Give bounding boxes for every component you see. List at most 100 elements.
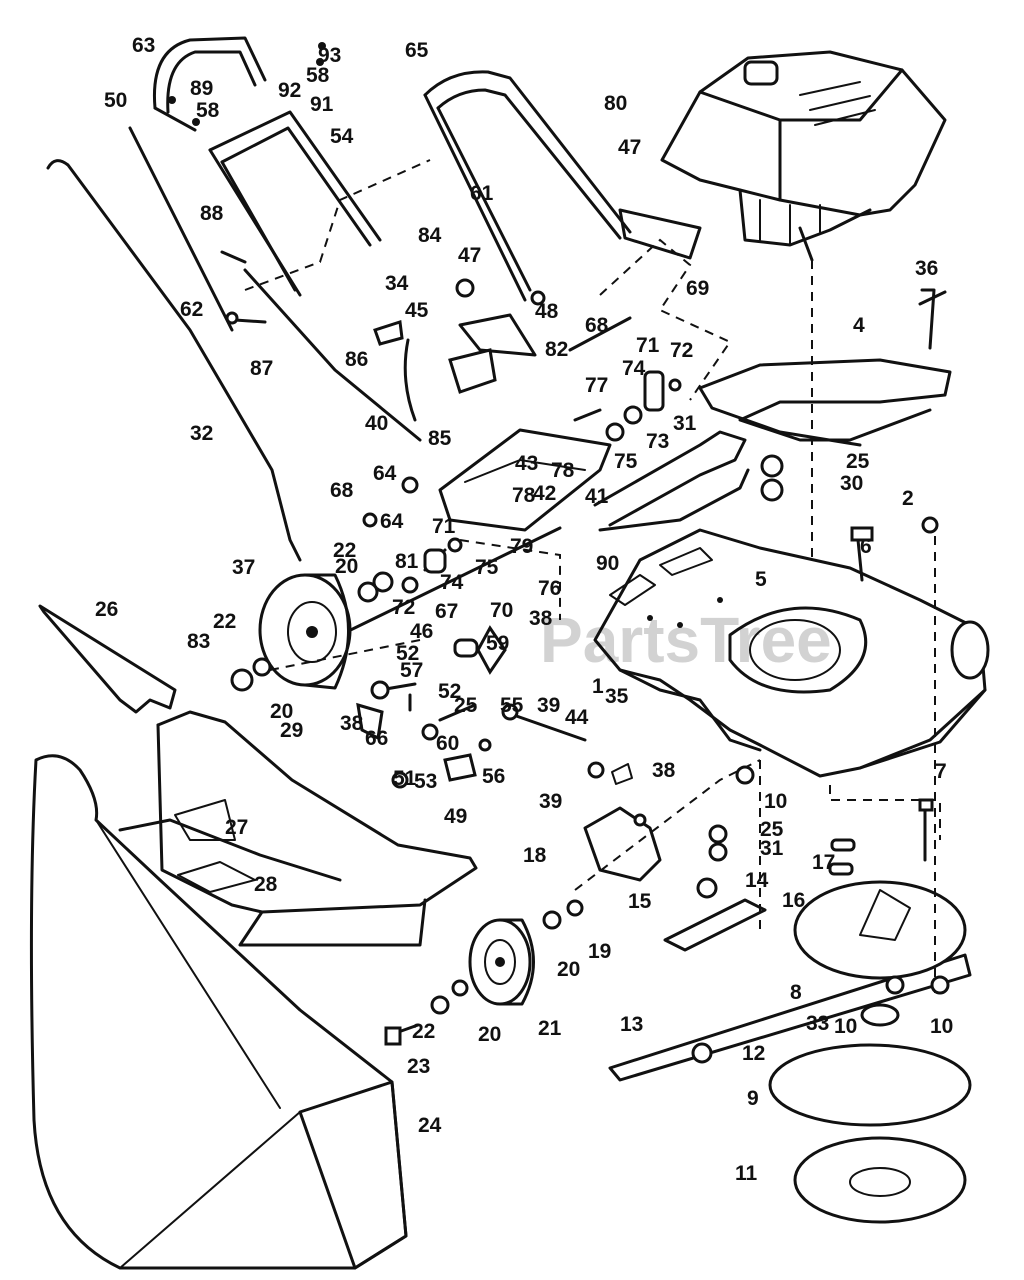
part-number-label: 60 xyxy=(436,732,459,755)
part-number-label: 52 xyxy=(396,642,419,665)
part-number-label: 44 xyxy=(565,706,589,729)
part-number-label: 17 xyxy=(812,851,835,874)
part-number-label: 75 xyxy=(475,556,499,579)
part-number-label: 28 xyxy=(254,873,278,896)
part-number-label: 45 xyxy=(405,299,429,322)
part-number-label: 90 xyxy=(596,552,619,575)
blade-part xyxy=(608,953,972,1082)
part-number-label: 47 xyxy=(458,244,481,267)
catcher-housing-part xyxy=(118,710,478,947)
part-number-label: 93 xyxy=(318,44,341,67)
part-number-label: 20 xyxy=(270,700,293,723)
part-number-label: 52 xyxy=(438,680,461,703)
part-number-label: 25 xyxy=(846,450,870,473)
part-number-label: 62 xyxy=(180,298,203,321)
part-number-label: 2 xyxy=(902,487,914,510)
part-number-label: 87 xyxy=(250,357,273,380)
part-number-label: 57 xyxy=(400,659,423,682)
part-number-label: 58 xyxy=(196,99,220,122)
housing-bracket-part xyxy=(583,806,662,882)
part-number-label: 6 xyxy=(860,535,872,558)
part-number-label: 34 xyxy=(385,272,409,295)
part-number-label: 12 xyxy=(742,1042,765,1065)
part-number-label: 51 xyxy=(393,767,417,790)
part-number-label: 22 xyxy=(333,539,356,562)
part-number-label: 39 xyxy=(539,790,562,813)
plate-48 xyxy=(458,313,537,357)
part-number-label: 42 xyxy=(533,482,556,505)
part-number-label: 49 xyxy=(444,805,467,828)
part-number-label: 13 xyxy=(620,1013,643,1036)
part-number-label: 4 xyxy=(853,314,865,337)
catcher-frame-part xyxy=(38,604,177,714)
part-number-label: 30 xyxy=(840,472,863,495)
part-number-label: 59 xyxy=(486,632,509,655)
part-number-label: 38 xyxy=(652,759,676,782)
part-number-label: 1 xyxy=(592,675,604,698)
part-number-label: 71 xyxy=(432,515,456,538)
deck-cover-part xyxy=(698,358,952,447)
engine-part xyxy=(660,50,947,262)
part-number-label: 35 xyxy=(605,685,629,708)
part-number-label: 74 xyxy=(440,571,464,594)
cable-87 xyxy=(243,268,422,442)
part-number-label: 25 xyxy=(760,818,784,841)
part-number-label: 64 xyxy=(380,510,404,533)
part-number-label: 14 xyxy=(745,869,769,892)
part-number-label: 18 xyxy=(523,844,547,867)
part-number-label: 54 xyxy=(330,125,354,148)
part-number-label: 5 xyxy=(755,568,767,591)
part-number-label: 16 xyxy=(782,889,805,912)
wheel-21-part xyxy=(468,918,535,1006)
part-number-label: 80 xyxy=(604,92,627,115)
part-number-label: 7 xyxy=(935,760,947,783)
part-number-label: 36 xyxy=(915,257,938,280)
part-number-label: 37 xyxy=(232,556,255,579)
part-number-label: 75 xyxy=(614,450,638,473)
hardware xyxy=(168,42,950,1064)
part-number-label: 38 xyxy=(529,607,553,630)
part-number-label: 38 xyxy=(340,712,364,735)
part-number-label: 73 xyxy=(646,430,669,453)
part-number-label: 64 xyxy=(373,462,397,485)
watermark: PartsTree xyxy=(540,604,832,676)
axle-bracket-part xyxy=(438,428,612,532)
part-number-label: 83 xyxy=(187,630,210,653)
part-number-label: 56 xyxy=(482,765,505,788)
part-number-label: 39 xyxy=(537,694,560,717)
part-number-label: 20 xyxy=(335,555,358,578)
part-number-label: 82 xyxy=(545,338,568,361)
control-rod-32 xyxy=(46,159,302,562)
part-number-label: 61 xyxy=(470,182,494,205)
part-number-label: 40 xyxy=(365,412,388,435)
part-number-label: 72 xyxy=(392,596,415,619)
part-number-label: 41 xyxy=(585,485,609,508)
part-number-label: 10 xyxy=(930,1015,953,1038)
part-number-label: 55 xyxy=(500,694,524,717)
blade-plate-part xyxy=(663,898,767,952)
part-number-label: 11 xyxy=(735,1162,758,1185)
control-rod-50 xyxy=(128,126,234,332)
handle-54-part xyxy=(208,110,382,297)
part-number-label: 15 xyxy=(628,890,652,913)
part-number-label: 92 xyxy=(278,79,301,102)
part-number-label: 19 xyxy=(588,940,611,963)
part-number-label: 24 xyxy=(418,1114,442,1137)
retainer-ring-part xyxy=(768,1043,972,1127)
part-number-label: 81 xyxy=(395,550,419,573)
blade-adapter-part xyxy=(793,1136,967,1224)
part-number-label: 8 xyxy=(790,981,802,1004)
bracket-41 xyxy=(593,430,747,527)
lower-handle-part xyxy=(423,70,632,302)
part-number-label: 79 xyxy=(510,535,533,558)
wheel-37-part xyxy=(258,573,352,690)
part-number-label: 43 xyxy=(515,452,538,475)
part-number-label: 72 xyxy=(670,339,693,362)
part-number-label: 68 xyxy=(585,314,609,337)
part-number-label: 91 xyxy=(310,93,334,116)
part-number-label: 20 xyxy=(478,1023,501,1046)
grass-bag-part xyxy=(29,754,408,1270)
part-number-label: 25 xyxy=(454,694,478,717)
part-number-label: 47 xyxy=(618,136,641,159)
